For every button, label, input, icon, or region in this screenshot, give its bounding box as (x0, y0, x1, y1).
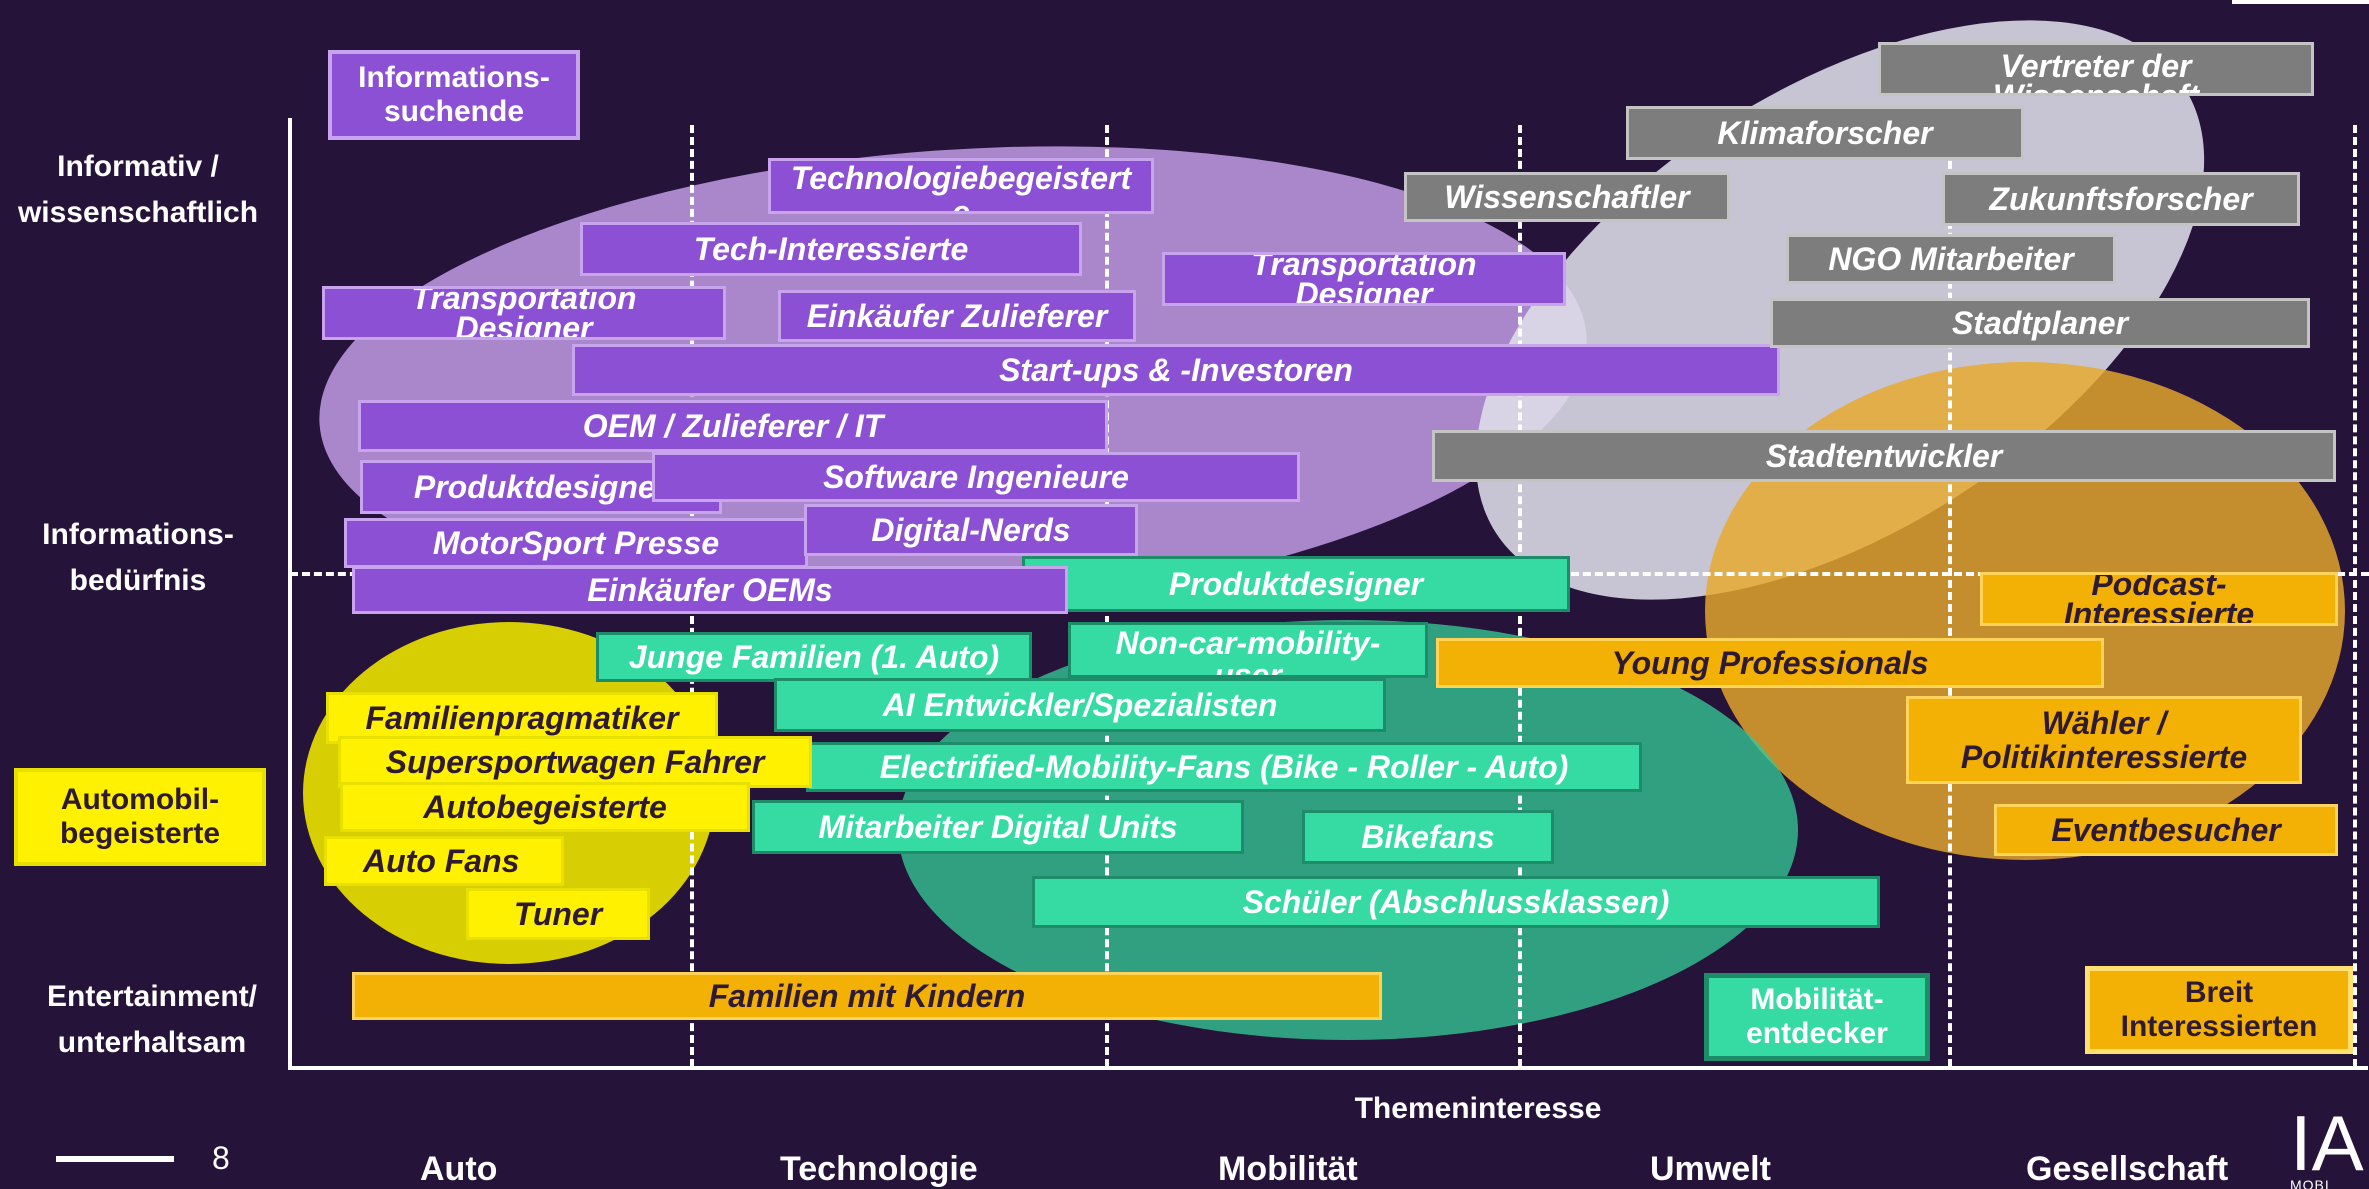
segment-zukunftsforscher: Zukunftsforscher (1942, 172, 2300, 226)
legend-mobilitaetsentdecker: Mobilität-entdecker (1704, 973, 1930, 1061)
y-label-informationsbeduerfnis: Informations-bedürfnis (42, 518, 234, 597)
segment-bikefans: Bikefans (1302, 810, 1554, 864)
segment-stadtplaner: Stadtplaner (1770, 298, 2310, 348)
segment-klimaforscher: Klimaforscher (1626, 106, 2024, 160)
segment-einkaeufer-zulieferer: Einkäufer Zulieferer (778, 290, 1136, 342)
segment-podcast-interessierte: Podcast-Interessierte (1980, 572, 2338, 626)
x-category-gesellschaft: Gesellschaft (2026, 1150, 2229, 1188)
x-category-technologie: Technologie (780, 1150, 978, 1188)
x-category-mobilitaet: Mobilität (1218, 1150, 1358, 1188)
segment-einkaeufer-oems: Einkäufer OEMs (352, 566, 1068, 614)
logo-subtext: MOBI (2290, 1177, 2330, 1189)
segment-schueler: Schüler (Abschlussklassen) (1032, 876, 1880, 928)
logo-mark: IA (2290, 1108, 2364, 1187)
segment-auto-fans: Auto Fans (324, 836, 564, 886)
gridline-vertical (2353, 125, 2357, 1067)
segment-stadtentwickler: Stadtentwickler (1432, 430, 2336, 482)
page-number: 8 (212, 1140, 230, 1176)
segment-wissenschaftler: Wissenschaftler (1404, 172, 1730, 222)
segment-non-car-mobility-user: Non-car-mobility-user (1068, 622, 1428, 678)
segment-eventbesucher: Eventbesucher (1994, 804, 2338, 856)
segment-electrified-mobility-fans: Electrified-Mobility-Fans (Bike - Roller… (806, 742, 1642, 792)
segment-ai-entwickler: AI Entwickler/Spezialisten (774, 678, 1386, 732)
x-category-umwelt: Umwelt (1650, 1150, 1771, 1188)
x-axis-title: Themeninteresse (1354, 1092, 1602, 1125)
segment-autobegeisterte: Autobegeisterte (340, 782, 750, 832)
segment-oem-zulieferer-it: OEM / Zulieferer / IT (358, 400, 1108, 452)
y-label-informativ: Informativ /wissenschaftlich (17, 150, 259, 229)
segment-waehler-politikinteressierte: Wähler /Politikinteressierte (1906, 696, 2302, 784)
segment-mitarbeiter-digital-units: Mitarbeiter Digital Units (752, 800, 1244, 854)
segment-familien-mit-kindern: Familien mit Kindern (352, 972, 1382, 1020)
segment-tech-interessierte: Tech-Interessierte (580, 222, 1082, 276)
top-right-corner-element (2232, 0, 2369, 4)
segment-motorsport-presse: MotorSport Presse (344, 518, 808, 568)
segment-ngo-mitarbeiter: NGO Mitarbeiter (1786, 234, 2116, 284)
segment-young-professionals: Young Professionals (1436, 638, 2104, 688)
segment-software-ingenieure: Software Ingenieure (652, 452, 1300, 502)
y-label-entertainment: Entertainment/unterhaltsam (46, 980, 258, 1059)
segment-supersportwagen-fahrer: Supersportwagen Fahrer (338, 736, 812, 788)
y-axis-line (288, 118, 292, 1070)
segment-digital-nerds: Digital-Nerds (804, 504, 1138, 556)
segment-start-ups-investoren: Start-ups & -Investoren (572, 344, 1780, 396)
segment-produktdesigner-green: Produktdesigner (1022, 556, 1570, 612)
logo: IA MOBI (2290, 1108, 2369, 1189)
x-category-auto: Auto (420, 1150, 498, 1188)
gridline-vertical (1948, 125, 1952, 1067)
segment-tuner: Tuner (466, 888, 650, 940)
legend-informationssuchende: Informations-suchende (328, 50, 580, 140)
legend-automobilbegeisterte: Automobil-begeisterte (14, 768, 266, 866)
footer-rule (56, 1156, 174, 1162)
segment-junge-familien: Junge Familien (1. Auto) (596, 632, 1032, 682)
x-axis-line (288, 1066, 2368, 1070)
